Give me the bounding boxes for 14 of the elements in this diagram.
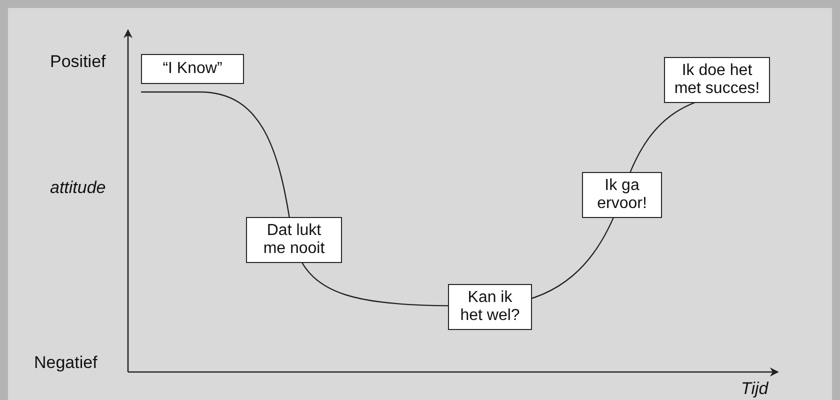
box-text: Ik doe het met succes!	[673, 62, 761, 98]
text-box	[141, 54, 244, 84]
text-box	[448, 284, 532, 330]
axis-label: Negatief	[34, 353, 98, 373]
axis-label: Positief	[50, 52, 106, 72]
text-box	[664, 57, 770, 103]
axis-title: Tijd	[741, 379, 768, 399]
box-text: Dat lukt me nooit	[262, 222, 326, 258]
box-text: “I Know”	[162, 60, 222, 78]
text-box	[582, 172, 662, 218]
box-text: Ik ga ervoor!	[596, 177, 648, 213]
axis-title: attitude	[50, 178, 106, 198]
box-text: Kan ik het wel?	[459, 289, 521, 325]
text-box	[246, 217, 342, 263]
